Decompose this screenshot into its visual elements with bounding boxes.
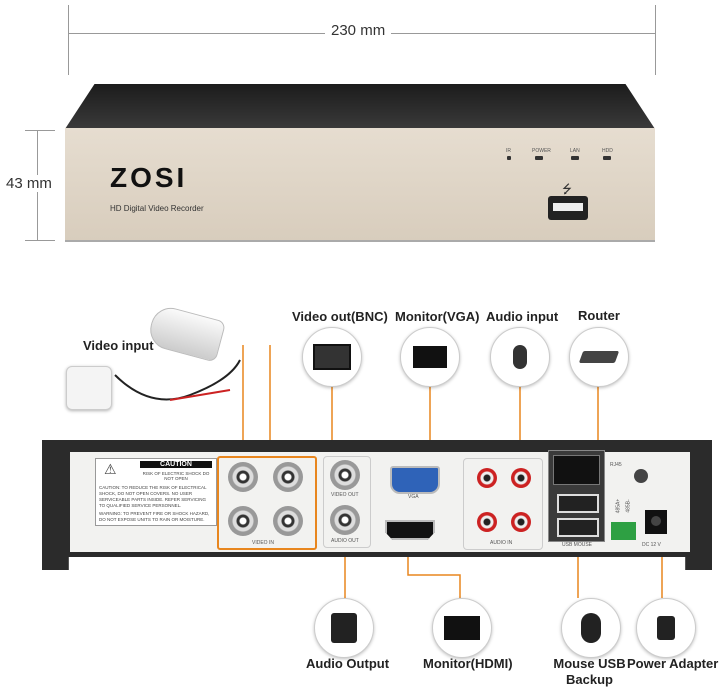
vga-port[interactable]: [390, 466, 440, 494]
cable-icon: [114, 359, 241, 401]
led-lan: [571, 156, 579, 160]
microphone-icon: [490, 327, 550, 387]
caution-text: CAUTION: TO REDUCE THE RISK OF ELECTRICA…: [99, 485, 207, 508]
video-audio-out-group: [323, 456, 371, 548]
callout-audio-input: Audio input: [486, 309, 559, 324]
led-label-power: POWER: [532, 148, 551, 154]
tv-icon-bnc: [302, 327, 362, 387]
rs485-terminal[interactable]: [611, 522, 636, 540]
dc-label: DC 12 V: [642, 542, 661, 548]
ground-screw-icon: [634, 469, 648, 483]
audio-in-port-4[interactable]: [477, 512, 497, 532]
router-icon: [569, 327, 629, 387]
rj45-label: RJ45: [610, 462, 622, 468]
audio-in-port-1[interactable]: [511, 468, 531, 488]
audio-out-label: AUDIO OUT: [331, 538, 359, 544]
warning-text: WARNING: TO PREVENT FIRE OR SHOCK HAZARD…: [99, 511, 210, 522]
led-label-ir: IR: [506, 148, 511, 154]
callout-monitor-vga: Monitor(VGA): [395, 309, 480, 324]
warning-triangle-icon: ⚠: [104, 461, 117, 477]
led-power: [535, 156, 543, 160]
width-label: 230 mm: [325, 22, 392, 39]
video-in-port-4[interactable]: [228, 506, 258, 536]
callout-power-adapter: Power Adapter: [627, 656, 719, 671]
usb-label: USB MOUSE: [562, 542, 593, 548]
dvr-top: [65, 84, 655, 129]
brand-logo: ZOSI: [110, 162, 188, 193]
led-label-hdd: HDD: [602, 148, 613, 154]
caution-title: CAUTION: [140, 461, 212, 468]
callout-video-out-bnc: Video out(BNC): [292, 309, 388, 324]
rs485-b-label: 485B-: [625, 499, 632, 513]
caution-sub: RISK OF ELECTRIC SHOCK DO NOT OPEN: [142, 471, 210, 481]
callout-monitor-hdmi: Monitor(HDMI): [423, 656, 513, 671]
callout-mouse-usb-backup: Mouse USB Backup: [553, 656, 626, 687]
audio-in-group: [463, 458, 543, 550]
device-subtitle: HD Digital Video Recorder: [110, 204, 204, 213]
video-in-group: [217, 456, 317, 550]
height-label: 43 mm: [4, 175, 54, 192]
callout-router: Router: [578, 308, 620, 323]
power-outlet-icon: [66, 366, 112, 410]
audio-in-port-3[interactable]: [477, 468, 497, 488]
caution-label: ⚠ CAUTION RISK OF ELECTRIC SHOCK DO NOT …: [95, 458, 217, 526]
speaker-icon: [314, 598, 374, 658]
audio-in-label: AUDIO IN: [490, 540, 513, 546]
hdmi-port[interactable]: [385, 520, 435, 540]
audio-in-port-2[interactable]: [511, 512, 531, 532]
callout-audio-output: Audio Output: [306, 656, 390, 671]
mouse-icon: [561, 598, 621, 658]
usb-port-2[interactable]: [557, 518, 599, 537]
audio-out-port[interactable]: [330, 505, 360, 535]
power-adapter-icon: [636, 598, 696, 658]
front-usb-port[interactable]: [548, 196, 588, 220]
video-out-label: VIDEO OUT: [331, 492, 359, 498]
led-label-lan: LAN: [570, 148, 580, 154]
rs485-a-label: 485A+: [615, 498, 622, 514]
usb-symbol-icon: ⭍: [562, 182, 572, 196]
dc-power-port[interactable]: [645, 510, 667, 534]
vga-label: VGA: [408, 494, 419, 500]
monitor-icon-vga: [400, 327, 460, 387]
video-in-port-2[interactable]: [273, 506, 303, 536]
video-in-label: VIDEO IN: [252, 540, 274, 546]
rj45-port[interactable]: [553, 455, 600, 485]
dvr-front-panel: ZOSI HD Digital Video Recorder IR POWER …: [65, 128, 655, 242]
callout-video-input: Video input: [83, 338, 154, 353]
led-ir: [507, 156, 511, 160]
dimension-tick-top: [25, 130, 55, 131]
usb-port-1[interactable]: [557, 494, 599, 513]
monitor-icon-hdmi: [432, 598, 492, 658]
video-in-port-1[interactable]: [273, 462, 303, 492]
dimension-tick-bottom: [25, 240, 55, 241]
video-out-port[interactable]: [330, 460, 360, 490]
dimension-line-right: [655, 5, 656, 75]
video-in-port-3[interactable]: [228, 462, 258, 492]
dimension-line-left: [68, 5, 69, 75]
led-hdd: [603, 156, 611, 160]
